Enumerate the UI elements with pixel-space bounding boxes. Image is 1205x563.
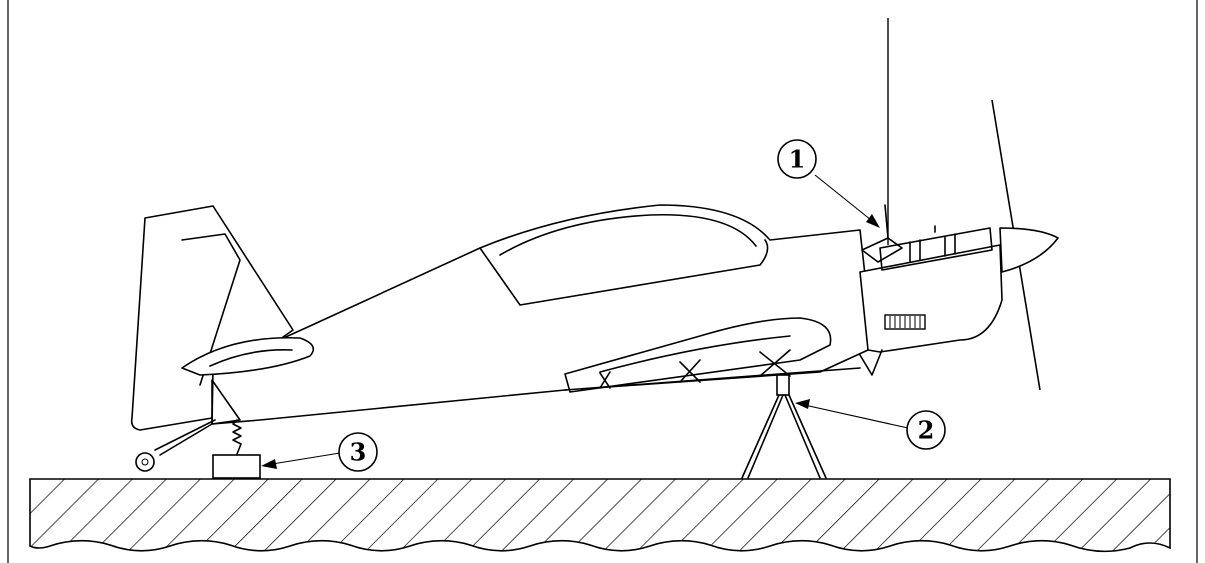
canopy-inner [499,213,757,256]
exhaust-pipe [859,349,883,376]
fuselage-top [211,204,869,425]
callout-3-label: 3 [350,438,367,467]
callout-1: 1 [777,139,817,179]
horizontal-stabilizer [181,336,315,376]
level-indicator [861,204,903,263]
wing-truss [564,349,861,391]
aircraft [130,204,1059,472]
tail-support [232,419,242,455]
tail-wheel-spring [154,419,216,456]
tripod-jack [741,374,827,479]
callout-1-label: 1 [789,145,806,174]
callout-2: 2 [906,410,946,450]
wing [564,317,832,393]
rudder [181,233,241,386]
callout-3: 3 [338,432,378,472]
ground-hatched [29,478,1171,553]
leader-arrows [261,174,909,469]
callout-2-label: 2 [918,416,935,445]
tail-support-block [212,454,261,479]
canopy [479,239,769,306]
propeller-spinner [999,227,1059,273]
engine-components [879,225,993,271]
frame [7,0,1198,563]
